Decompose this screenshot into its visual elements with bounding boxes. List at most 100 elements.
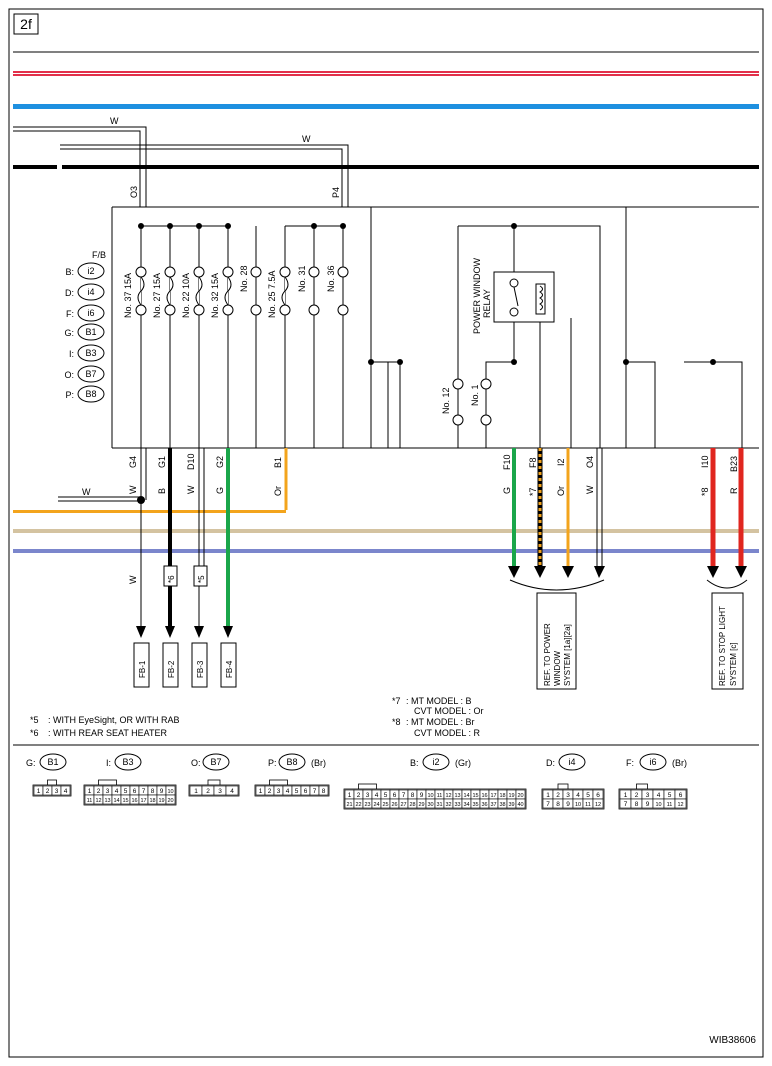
splice-g4 xyxy=(137,496,145,504)
diagram-id: WIB38606 xyxy=(709,1035,756,1046)
pin-number: 1 xyxy=(259,788,263,795)
fb-2: FB-2 xyxy=(167,660,176,678)
pin-number: 35 xyxy=(472,802,478,808)
connector-headers: G: B1 I: B3 O: B7 P: B8 (Br) B: i2 (Gr) … xyxy=(26,753,687,771)
svg-text:B7: B7 xyxy=(210,757,221,767)
black-bus-right xyxy=(62,165,759,169)
pin-number: 1 xyxy=(546,792,550,799)
svg-text:B8: B8 xyxy=(85,389,96,399)
fb-3: FB-3 xyxy=(196,660,205,678)
fuse-label-22: No. 22 10A xyxy=(181,273,191,318)
terminal-i2: I2 xyxy=(556,458,566,466)
option-box-5 xyxy=(193,565,208,587)
pin-number: 19 xyxy=(508,793,514,799)
svg-text:i2: i2 xyxy=(432,757,439,767)
terminal-o3: O3 xyxy=(129,186,139,198)
svg-text:D:: D: xyxy=(546,758,555,768)
fuse-elements xyxy=(137,276,289,306)
wire-color-o4: W xyxy=(585,485,595,494)
svg-text:B3: B3 xyxy=(122,757,133,767)
pin-number: 15 xyxy=(122,798,128,804)
right-wires xyxy=(512,448,744,568)
fuse-label-37: No. 37 15A xyxy=(123,273,133,318)
wire-color-b1: Or xyxy=(273,486,283,496)
pin-number: 5 xyxy=(586,792,590,799)
pin-number: 6 xyxy=(304,788,308,795)
red-bus xyxy=(13,71,759,76)
pin-number: 1 xyxy=(88,788,92,795)
fuse-label-25: No. 25 7.5A xyxy=(267,270,277,318)
svg-text:B7: B7 xyxy=(85,369,96,379)
pin-cell xyxy=(674,798,687,809)
wire-color-f10: G xyxy=(502,487,512,494)
terminal-f10: F10 xyxy=(502,454,512,470)
ref-power-window-box xyxy=(536,592,577,690)
pin-number: 26 xyxy=(391,802,397,808)
pin-number: 11 xyxy=(585,802,591,808)
svg-text:B3: B3 xyxy=(85,348,96,358)
pin-number: 1 xyxy=(624,792,628,799)
blue-bus xyxy=(13,104,759,109)
option-mark-6: *6 xyxy=(167,575,176,583)
pin-cell xyxy=(60,785,71,796)
pin-number: 4 xyxy=(375,792,379,799)
svg-text:I:: I: xyxy=(106,758,111,768)
note-text-8a: : MT MODEL : Br xyxy=(406,717,475,727)
pin-number: 11 xyxy=(437,793,443,799)
pin-number: 25 xyxy=(382,802,388,808)
pin-number: 13 xyxy=(104,798,110,804)
pin-number: 4 xyxy=(230,788,234,795)
pin-cell xyxy=(592,798,604,809)
power-window-relay xyxy=(493,271,555,323)
pin-number: 32 xyxy=(445,802,451,808)
pin-number: 6 xyxy=(393,792,397,799)
svg-text:(Br): (Br) xyxy=(672,758,687,768)
svg-text:i4: i4 xyxy=(568,757,575,767)
pin-number: 12 xyxy=(595,802,601,808)
pin-number: 2 xyxy=(268,788,272,795)
note-text-7b: CVT MODEL : Or xyxy=(414,706,484,716)
pin-number: 1 xyxy=(194,788,198,795)
fb-1: FB-1 xyxy=(138,660,147,678)
ref-stop-light-2: SYSTEM [c] xyxy=(729,642,738,686)
lavender-bus xyxy=(13,549,759,553)
svg-text:F:: F: xyxy=(626,758,634,768)
pin-number: 9 xyxy=(420,792,424,799)
pin-cell xyxy=(318,785,329,796)
wire-color-branch: W xyxy=(82,487,91,497)
terminal-g1: G1 xyxy=(157,456,167,468)
wire-color-b23: R xyxy=(729,487,739,494)
wire-color-w2: W xyxy=(302,134,311,144)
svg-text:P:: P: xyxy=(268,758,277,768)
pin-number: 15 xyxy=(472,793,478,799)
pin-number: 4 xyxy=(286,788,290,795)
ref-stop-light-box xyxy=(711,592,744,690)
terminal-i10: I10 xyxy=(700,455,710,468)
tan-bus xyxy=(13,529,759,533)
svg-text:P:: P: xyxy=(65,390,74,400)
pin-number: 17 xyxy=(140,798,146,804)
page-id: 2f xyxy=(20,16,32,32)
pin-number: 11 xyxy=(87,798,93,804)
pin-number: 12 xyxy=(95,798,101,804)
fuse-symbols xyxy=(135,266,349,316)
fuse-label-12: No. 12 xyxy=(441,387,451,414)
svg-text:B1: B1 xyxy=(85,327,96,337)
pin-number: 9 xyxy=(646,801,650,808)
terminal-b1: B1 xyxy=(273,457,283,468)
terminal-b23: B23 xyxy=(729,456,739,472)
pin-number: 3 xyxy=(218,788,222,795)
pin-number: 2 xyxy=(357,792,361,799)
pin-number: 4 xyxy=(115,788,119,795)
pin-number: 18 xyxy=(499,793,505,799)
terminal-g2: G2 xyxy=(215,456,225,468)
fuse-label-31: No. 31 xyxy=(297,265,307,292)
fb-label: F/B xyxy=(92,250,106,260)
wire-color-lower: W xyxy=(128,575,138,584)
